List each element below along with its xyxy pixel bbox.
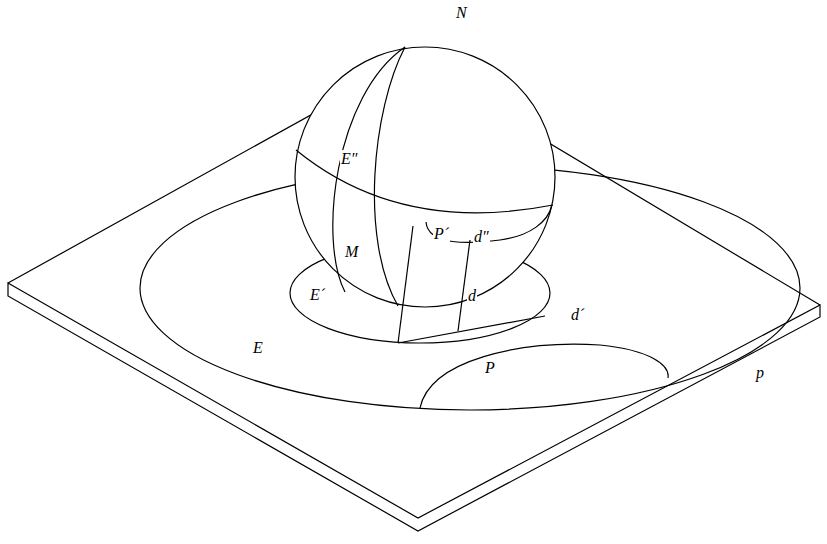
plane-slab (8, 283, 820, 531)
point-label: P´ (433, 225, 450, 243)
projection-line (398, 316, 545, 343)
point-label: E (252, 339, 264, 357)
point-label: E´ (309, 286, 326, 304)
point-label: d (467, 287, 477, 305)
point-label: N (455, 4, 468, 22)
point-label: d´ (570, 306, 585, 324)
point-label: M (344, 243, 359, 261)
projection-line (398, 226, 413, 343)
sphere (295, 47, 555, 307)
projection-line (458, 240, 470, 331)
sphere-meridian (333, 47, 405, 292)
sphere-meridian (374, 47, 405, 306)
ellipse-p (420, 344, 668, 408)
point-label: p (755, 364, 765, 382)
sphere-band (296, 150, 553, 213)
point-label: d″ (473, 228, 490, 246)
point-label: P (484, 359, 496, 377)
point-label: E″ (340, 150, 358, 168)
